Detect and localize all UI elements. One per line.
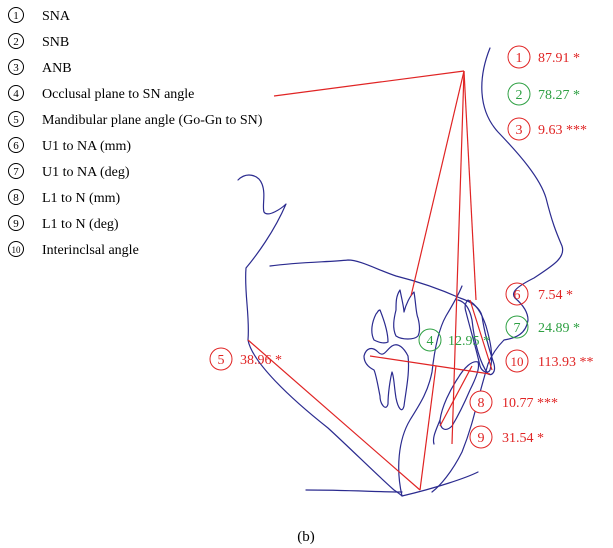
upper-incisor-axis [469, 299, 493, 371]
measurement-value: 87.91 * [538, 51, 580, 66]
cephalometric-tracing [237, 47, 564, 497]
legend-number: 8 [13, 192, 19, 204]
measurement-9: 9 31.54 * [469, 425, 544, 449]
measurement-4: 4 12.95 * [418, 328, 490, 352]
legend-label: SNB [42, 35, 69, 50]
measurement-10: 10 113.93 ** [505, 349, 593, 373]
legend: 1 SNA 2 SNB 3 ANB 4 Occlusal plane to SN… [8, 7, 263, 258]
legend-number: 1 [13, 10, 19, 22]
legend-number: 9 [13, 218, 19, 230]
legend-item: 1 SNA [8, 7, 71, 24]
occlusal-plane-line [369, 355, 491, 375]
chin-vertical-line [419, 365, 437, 491]
lower-incisor-root [432, 419, 441, 445]
measurement-value: 38.96 * [240, 353, 282, 368]
legend-number: 2 [13, 36, 19, 48]
lower-molar [363, 344, 410, 411]
mandible-symphysis [398, 285, 463, 497]
legend-label: U1 to NA (deg) [42, 165, 130, 180]
measurement-number: 7 [514, 321, 521, 336]
measurement-value: 9.63 *** [538, 123, 587, 138]
measurement-number: 9 [478, 431, 485, 446]
legend-item: 10 Interinclsal angle [8, 241, 139, 258]
legend-number: 3 [13, 62, 19, 74]
measurement-8: 8 10.77 *** [469, 390, 558, 414]
legend-number: 6 [13, 140, 19, 152]
measurement-number: 2 [516, 88, 523, 103]
measurement-number: 8 [478, 396, 485, 411]
legend-label: SNA [42, 9, 71, 24]
legend-item: 3 ANB [8, 59, 72, 76]
measurement-value: 31.54 * [502, 431, 544, 446]
mandibular-plane-line [247, 339, 421, 491]
upper-molar [393, 289, 421, 340]
legend-item: 8 L1 to N (mm) [8, 189, 120, 206]
legend-number: 4 [13, 88, 19, 100]
measurement-number: 4 [427, 334, 434, 349]
measurement-value: 78.27 * [538, 88, 580, 103]
measurement-labels: 1 87.91 * 2 78.27 * 3 9.63 *** 6 7.54 * … [209, 45, 593, 449]
measurement-1: 1 87.91 * [507, 45, 580, 69]
upper-incisor [464, 299, 493, 373]
legend-item: 7 U1 to NA (deg) [8, 163, 130, 180]
legend-label: Interinclsal angle [42, 243, 139, 258]
legend-label: Occlusal plane to SN angle [42, 87, 194, 102]
measurement-number: 1 [516, 51, 523, 66]
measurement-6: 6 7.54 * [505, 282, 573, 306]
legend-number: 5 [13, 114, 19, 126]
measurement-3: 3 9.63 *** [507, 117, 587, 141]
cephalometric-lines [247, 70, 493, 491]
na-line [463, 70, 477, 301]
lower-incisor-axis [439, 365, 473, 427]
legend-number: 10 [12, 245, 22, 255]
legend-label: L1 to N (mm) [42, 191, 120, 206]
measurement-value: 24.89 * [538, 321, 580, 336]
measurement-value: 7.54 * [538, 288, 573, 303]
measurement-2: 2 78.27 * [507, 82, 580, 106]
legend-label: ANB [42, 61, 72, 76]
legend-label: Mandibular plane angle (Go-Gn to SN) [42, 113, 263, 128]
legend-item: 9 L1 to N (deg) [8, 215, 119, 232]
measurement-number: 6 [514, 288, 521, 303]
measurement-number: 10 [511, 354, 524, 369]
legend-item: 6 U1 to NA (mm) [8, 137, 131, 154]
ns-line [410, 70, 465, 297]
legend-label: U1 to NA (mm) [42, 139, 131, 154]
measurement-value: 12.95 * [448, 334, 490, 349]
soft-tissue-profile [431, 47, 564, 493]
legend-number: 7 [13, 166, 19, 178]
measurement-number: 5 [218, 353, 225, 368]
measurement-7: 7 24.89 * [505, 315, 580, 339]
legend-item: 4 Occlusal plane to SN angle [8, 85, 194, 102]
measurement-number: 3 [516, 123, 523, 138]
measurement-value: 10.77 *** [502, 396, 558, 411]
figure-caption: (b) [297, 529, 315, 545]
lower-incisor [439, 361, 480, 430]
chin-line [305, 489, 403, 493]
legend-label: L1 to N (deg) [42, 217, 119, 232]
sn-line [273, 70, 465, 97]
measurement-value: 113.93 ** [538, 355, 593, 370]
legend-item: 5 Mandibular plane angle (Go-Gn to SN) [8, 111, 263, 128]
measurement-5: 5 38.96 * [209, 347, 282, 371]
upper-premolar [371, 309, 389, 344]
legend-item: 2 SNB [8, 33, 69, 50]
nb-line [451, 70, 465, 445]
lower-jaw-outline [237, 174, 479, 497]
